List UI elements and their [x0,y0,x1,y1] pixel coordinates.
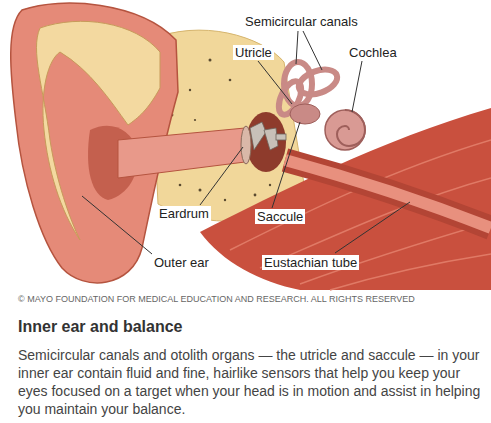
part-label: Semicircular canals [243,14,360,29]
part-label: Outer ear [152,255,211,270]
eustachian-tube-lumen [285,160,491,228]
part-label: Saccule [255,209,305,224]
caption-text: Semicircular canals and otolith organs —… [18,346,484,418]
diagram-title: Inner ear and balance [18,317,478,337]
part-label: Utricle [233,45,274,60]
muscle [200,108,491,290]
copyright-notice: © MAYO FOUNDATION FOR MEDICAL EDUCATION … [18,294,415,305]
ossicles [250,122,286,150]
part-label: Cochlea [347,45,399,60]
eustachian-tube [285,160,491,228]
ear-cartilage [37,21,161,240]
eardrum [241,126,251,164]
cochlea [325,110,365,150]
vestibule [290,104,320,124]
leader-lines [82,31,410,254]
part-label: Eustachian tube [262,255,359,270]
bone-texture [171,54,272,201]
middle-ear [246,112,286,172]
part-label: Eardrum [157,206,211,221]
